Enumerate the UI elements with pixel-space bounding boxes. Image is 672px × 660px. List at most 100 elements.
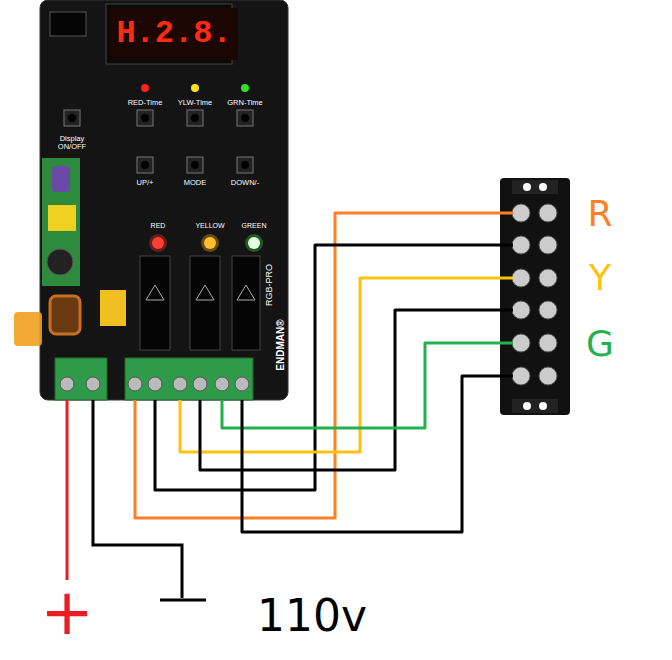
terminal-screw [148,377,162,391]
inductor-coil [50,296,80,334]
transformer [48,205,76,231]
circuit-board [40,0,288,400]
fuse [14,312,42,346]
hazard-symbol [146,285,164,300]
wire-stub [500,375,513,378]
terminal-strip [500,178,570,415]
terminal-label: G [586,324,614,364]
led-label: GREEN [242,222,267,230]
capacitor [52,166,70,192]
button-label: MODE [184,179,207,187]
film-capacitor [100,290,126,326]
led-label: YELLOW [195,222,224,230]
terminal-screw [173,377,187,391]
led-glow [149,234,167,252]
wire-stub [500,309,513,312]
terminal-screw [60,377,74,391]
display-readout: H.2.8. [116,16,231,51]
controller-board: RED-Time YLW-Time GRN-TimeDisplay ON/OFF UP… [40,0,288,400]
terminal-screw [512,269,530,287]
red-led [152,237,164,249]
push-button [64,110,80,126]
push-button [187,157,203,173]
status-led [191,84,199,92]
relay [190,256,220,350]
push-button [137,110,153,126]
mount-hole [539,183,547,191]
button-label: YLW-Time [178,99,212,107]
button-label: Display ON/OFF [51,135,93,152]
terminal-screw [539,204,557,222]
led-glow [245,234,263,252]
power-terminal [55,358,107,400]
terminal-screw [512,236,530,254]
button-cap [241,161,249,169]
yellow-wire [180,278,500,452]
mount-hole [523,402,531,410]
mounting-tab [512,399,558,413]
yellow-led [204,237,216,249]
wire-stub [500,212,513,215]
button-cap [141,114,149,122]
mount-hole [523,183,531,191]
led-label: RED [151,222,166,230]
status-led [241,84,249,92]
common-wire [155,245,500,490]
polarity-mark: + [40,577,94,647]
relay [140,256,170,350]
terminal-screw [512,301,530,319]
terminal-screw [539,367,557,385]
terminal-screw [235,377,249,391]
green-wire [222,343,500,428]
push-button [137,157,153,173]
ic-chip [50,12,86,36]
terminal-block: RYG [500,178,570,415]
terminal-screw [215,377,229,391]
model-name: RGB-PRO [265,264,275,306]
terminal-screw [512,367,530,385]
button-cap [191,114,199,122]
terminal-screw [539,269,557,287]
hazard-symbol [237,285,255,300]
button-cap [191,161,199,169]
common-wire [242,376,500,532]
wire-stub [500,277,513,280]
button-cap [68,114,76,122]
voltage-label: 110v [257,592,367,640]
push-button [237,110,253,126]
wire-stub [500,244,513,247]
push-button [237,157,253,173]
button-cap [241,114,249,122]
button-label: GRN-Time [227,99,263,107]
live-wire [66,400,69,580]
button-label: DOWN/- [231,179,259,187]
terminal-label: R [587,194,612,234]
seven-segment-display: H.2.8. [110,8,238,60]
terminal-screws [512,204,557,385]
button-label: RED-Time [128,99,163,107]
status-led [141,84,149,92]
terminal-screw [539,236,557,254]
terminal-screw [539,334,557,352]
relay [232,256,260,350]
led-glow [201,234,219,252]
wire-stub [500,342,513,345]
ground-symbol [160,599,206,602]
red-wire [135,213,500,518]
hazard-symbol [196,285,214,300]
push-button [187,110,203,126]
terminal-screw [128,377,142,391]
neutral-wire [93,400,182,598]
power-module [42,158,80,286]
terminal-screw [539,301,557,319]
mount-hole [539,402,547,410]
terminal-screw [193,377,207,391]
output-terminal [125,358,253,400]
button-label: UP/+ [137,179,154,187]
common-wire [200,310,500,470]
button-cap [141,161,149,169]
terminal-screw [86,377,100,391]
